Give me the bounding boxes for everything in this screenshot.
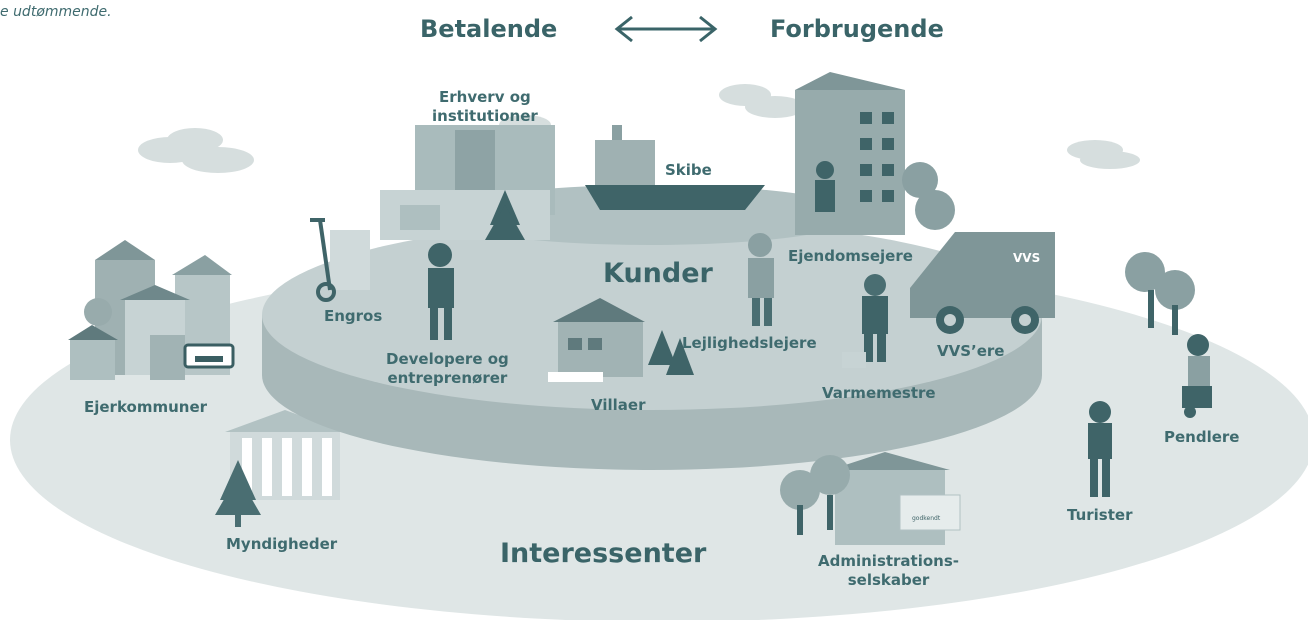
hand-truck	[310, 218, 370, 302]
label-kunder: Kunder	[603, 258, 713, 289]
tenant-person	[748, 233, 774, 326]
van-logo: VVS	[1013, 251, 1040, 265]
plumber-van: VVS	[910, 232, 1055, 334]
tourist-person	[1088, 401, 1112, 497]
label-developere-line1: Developere og	[386, 350, 509, 368]
header-betalende: Betalende	[420, 15, 558, 43]
label-lejlighedslejere: Lejlighedslejere	[682, 334, 817, 352]
commuter-person	[1182, 334, 1212, 418]
cloud-mid	[719, 84, 805, 118]
label-erhverv-line1: Erhverv og	[439, 88, 531, 106]
label-engros: Engros	[324, 307, 383, 325]
town-buildings	[68, 240, 235, 380]
admin-house: godkendt	[780, 452, 961, 545]
caretaker-person	[842, 274, 888, 368]
government-building	[215, 410, 345, 527]
cloud-left	[138, 128, 254, 173]
label-interessenter: Interessenter	[500, 538, 707, 569]
cloud-right	[1067, 140, 1140, 169]
ship	[585, 125, 765, 210]
double-arrow-icon	[614, 15, 718, 43]
label-pendlere: Pendlere	[1164, 428, 1240, 446]
villa-house	[548, 298, 694, 382]
label-developere-line2: entreprenører	[387, 369, 508, 387]
right-trees	[1125, 252, 1195, 335]
apartment-building	[795, 72, 955, 235]
label-administrations-line1: Administrations-	[818, 552, 960, 570]
label-administrations-line2: selskaber	[847, 571, 930, 589]
developer-person	[428, 243, 454, 340]
note-text: e udtømmende.	[0, 4, 112, 20]
header-forbrugende: Forbrugende	[770, 15, 944, 43]
label-skibe: Skibe	[665, 161, 712, 179]
label-administrationsselskaber: Administrations- selskaber	[818, 552, 959, 590]
label-developere: Developere og entreprenører	[386, 350, 509, 388]
label-villaer: Villaer	[591, 396, 646, 414]
label-ejendomsejere: Ejendomsejere	[788, 247, 913, 265]
paper-label: godkendt	[912, 515, 941, 522]
label-erhverv-line2: institutioner	[432, 107, 538, 125]
label-vvsere: VVS’ere	[937, 342, 1005, 360]
label-ejerkommuner: Ejerkommuner	[84, 398, 208, 416]
label-turister: Turister	[1067, 506, 1133, 524]
office-building	[380, 125, 555, 240]
label-myndigheder: Myndigheder	[226, 535, 338, 553]
label-varmemestre: Varmemestre	[822, 384, 936, 402]
label-erhverv: Erhverv og institutioner	[432, 88, 538, 126]
